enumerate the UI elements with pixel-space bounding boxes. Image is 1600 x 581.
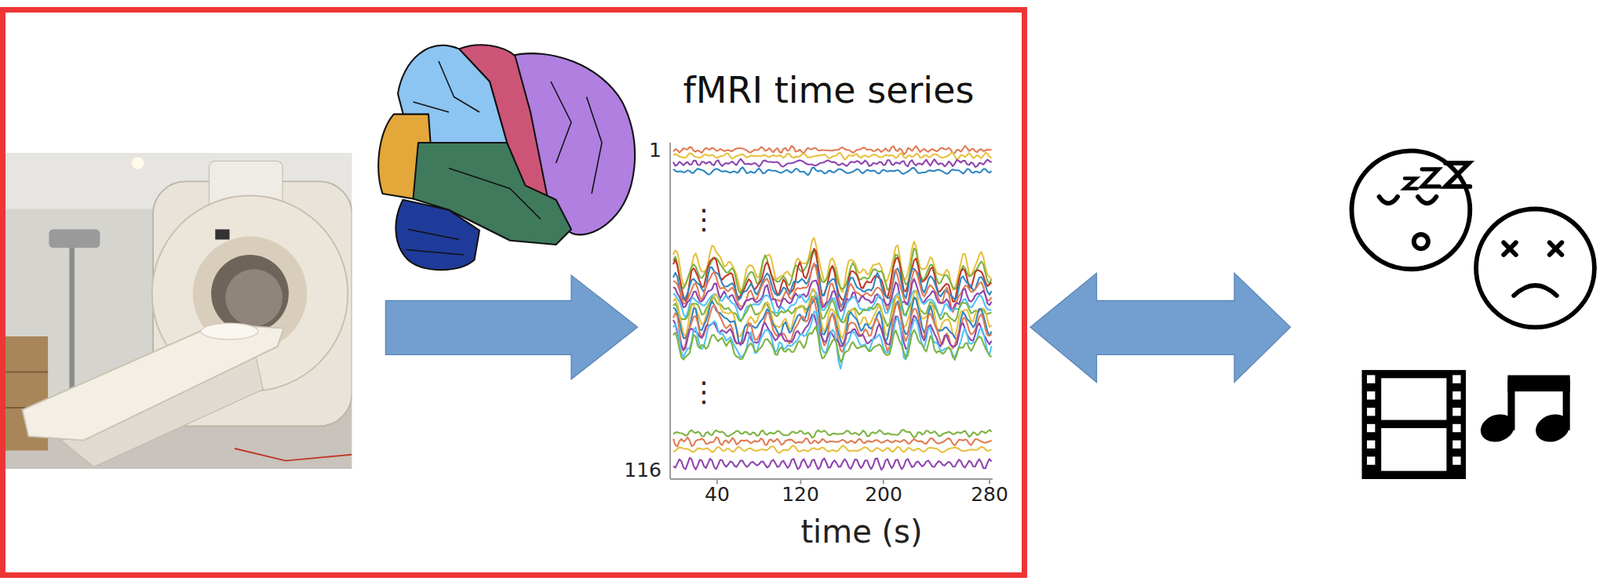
- note-beam: [1507, 375, 1570, 392]
- brain-folds: [405, 61, 602, 256]
- y-axis: [669, 142, 671, 480]
- dead-face: [1476, 209, 1595, 329]
- fold: [550, 81, 572, 164]
- axis-tick-label: 280: [970, 484, 1009, 507]
- fold: [448, 168, 541, 220]
- mouth: [1414, 234, 1429, 249]
- signal-line: [673, 311, 992, 369]
- fold: [438, 61, 480, 113]
- fold: [413, 102, 450, 113]
- axis-tick-label: 200: [864, 484, 903, 507]
- hole: [1452, 441, 1461, 449]
- fold: [408, 229, 460, 241]
- drawer-line: [5, 371, 49, 374]
- time-series: [673, 145, 992, 471]
- axis-tick-label: 1: [648, 139, 662, 163]
- signal-line: [673, 430, 992, 438]
- fold: [405, 250, 464, 256]
- signal-line: [673, 298, 992, 352]
- hole: [1366, 408, 1375, 416]
- music-icon: [1476, 375, 1574, 447]
- film-frame: [1381, 428, 1447, 472]
- sprocket-holes: [1366, 375, 1462, 465]
- mri-photo: [5, 153, 353, 470]
- signal-line: [673, 314, 992, 350]
- frown: [1513, 285, 1557, 296]
- hole: [1366, 456, 1375, 465]
- signal-line: [673, 153, 992, 161]
- scanner-inner-ring: [193, 236, 308, 352]
- pillow: [200, 323, 259, 340]
- x-axis: [670, 478, 993, 481]
- scanner-bore: [211, 255, 289, 333]
- face-circle: [1352, 150, 1471, 270]
- stand-arm: [48, 229, 100, 248]
- hole: [1366, 375, 1375, 383]
- signal-line: [673, 445, 992, 453]
- cable: [234, 448, 352, 462]
- closed-eye: [1417, 196, 1436, 204]
- film-frame: [1381, 378, 1447, 420]
- cerebellum: [395, 200, 480, 270]
- hole: [1452, 456, 1461, 465]
- axis-tick-label: 116: [623, 459, 662, 483]
- x-eye: [1503, 242, 1517, 256]
- axis-tick-label: 40: [704, 484, 730, 507]
- signal-line: [673, 326, 992, 362]
- brain-drawing: [378, 44, 635, 270]
- hole: [1452, 408, 1461, 416]
- signal-line: [673, 145, 992, 155]
- double-arrow: [1030, 273, 1291, 383]
- film-icon: [1362, 370, 1467, 480]
- signal-line: [673, 167, 992, 175]
- hole: [1452, 375, 1461, 383]
- hole: [1366, 391, 1375, 400]
- signal-line: [673, 437, 992, 448]
- ellipsis-mark: ⋮: [689, 203, 718, 236]
- signal-line: [673, 159, 992, 168]
- chart-title: fMRI time series: [683, 69, 975, 112]
- flow-arrow: [385, 275, 638, 380]
- hole: [1366, 441, 1375, 449]
- ceiling-light: [131, 156, 145, 170]
- face-circle: [1476, 209, 1595, 329]
- sleep-z: [1445, 163, 1470, 187]
- room-wall: [5, 153, 353, 470]
- signal-line: [673, 458, 992, 471]
- chart-axes: [670, 142, 993, 485]
- closed-eye: [1379, 196, 1398, 204]
- table-cushion: [22, 324, 285, 441]
- sleeping-face: [1352, 150, 1471, 270]
- sleep-z: [1421, 169, 1440, 187]
- film-strip: [1362, 370, 1467, 480]
- scanner-bore-inside: [225, 269, 283, 327]
- hole: [1452, 391, 1461, 400]
- hole: [1366, 424, 1375, 433]
- scanner-display: [215, 229, 230, 241]
- axis-title: time (s): [800, 513, 923, 551]
- ellipsis-mark: ⋮: [689, 375, 718, 409]
- axis-tick-label: 120: [781, 484, 820, 507]
- fold: [586, 97, 603, 195]
- sleep-z: [1404, 178, 1418, 190]
- x-eye: [1549, 242, 1563, 256]
- hole: [1452, 424, 1461, 433]
